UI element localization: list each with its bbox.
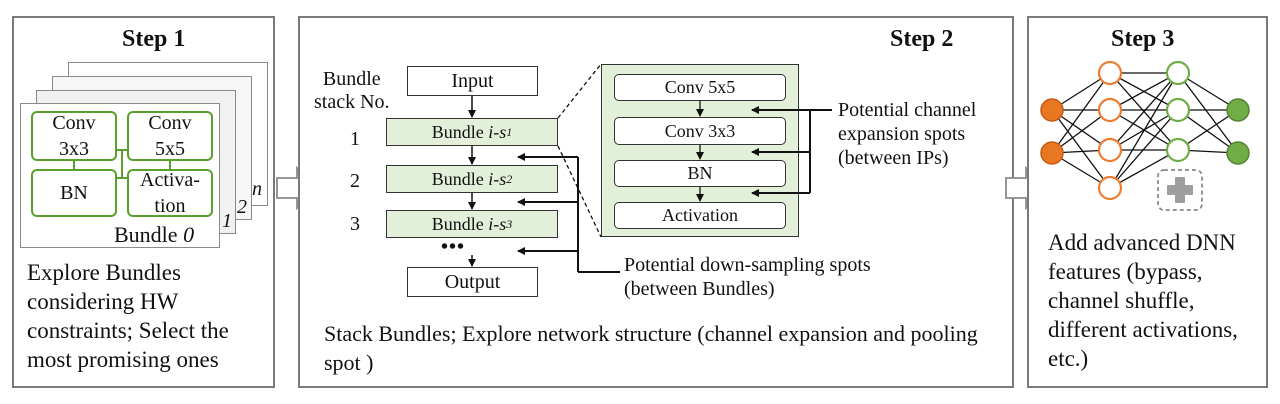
stack-header: Bundle stack No. [314,68,390,113]
step2-description: Stack Bundles; Explore network structure… [324,321,978,375]
hidden1-node-1 [1097,60,1123,86]
step3-title: Step 3 [1111,26,1175,52]
downsample-note: Potential down-sampling spots (between B… [624,254,871,300]
bundle-2-sub: 2 [506,171,513,186]
inner-op-bn: BN [614,160,786,187]
step3-description: Add advanced DNN features (bypass, chann… [1048,230,1238,371]
step3-panel [1027,16,1268,388]
stack-index-n: n [252,178,262,200]
bundle-3-name: i-s [488,213,507,234]
inner-op-conv3x3: Conv 3x3 [614,117,786,145]
plus-icon [1167,177,1193,203]
network-edges [1051,72,1239,189]
hidden2-node-3 [1165,137,1191,163]
stack-number-2: 2 [350,170,360,192]
bundle-2-prefix: Bundle [431,168,489,189]
step2-title: Step 2 [890,26,954,52]
stack-number-3: 3 [350,213,360,235]
op-bn: BN [31,169,117,217]
bundle-0-text: Bundle [114,222,178,247]
input-node-1 [1040,98,1064,122]
bundle-1-prefix: Bundle [431,121,489,142]
stack-ellipsis: ••• [441,236,466,258]
bundle-1-name: i-s [488,121,507,142]
bundle-1-sub: 1 [506,124,513,139]
op-conv5x5: Conv 5x5 [127,111,213,161]
stack-index-1: 1 [222,210,232,232]
inner-op-activation: Activation [614,202,786,229]
output-node-1 [1226,98,1250,122]
channel-expansion-note: Potential channel expansion spots (betwe… [838,99,977,169]
bundle-0-label: Bundle 0 [114,222,194,248]
input-node-2 [1040,141,1064,165]
output-box: Output [407,267,538,297]
hidden1-node-4 [1097,175,1123,201]
inner-op-conv5x5: Conv 5x5 [614,74,786,101]
stack-index-2: 2 [237,196,247,218]
hidden1-node-3 [1097,137,1123,163]
step1-description: Explore Bundles considering HW constrain… [27,260,229,372]
op-activation: Activa- tion [127,169,213,217]
hidden2-node-1 [1165,60,1191,86]
bundle-3-sub: 3 [506,216,513,231]
bundle-3-prefix: Bundle [431,213,489,234]
hidden1-node-2 [1097,97,1123,123]
bundle-0-index: 0 [183,222,195,247]
bundle-2-name: i-s [488,168,507,189]
input-box: Input [407,66,538,96]
stack-number-1: 1 [350,128,360,150]
hidden2-node-2 [1165,97,1191,123]
op-conv3x3: Conv 3x3 [31,111,117,161]
step1-title: Step 1 [122,26,186,52]
output-node-2 [1226,141,1250,165]
